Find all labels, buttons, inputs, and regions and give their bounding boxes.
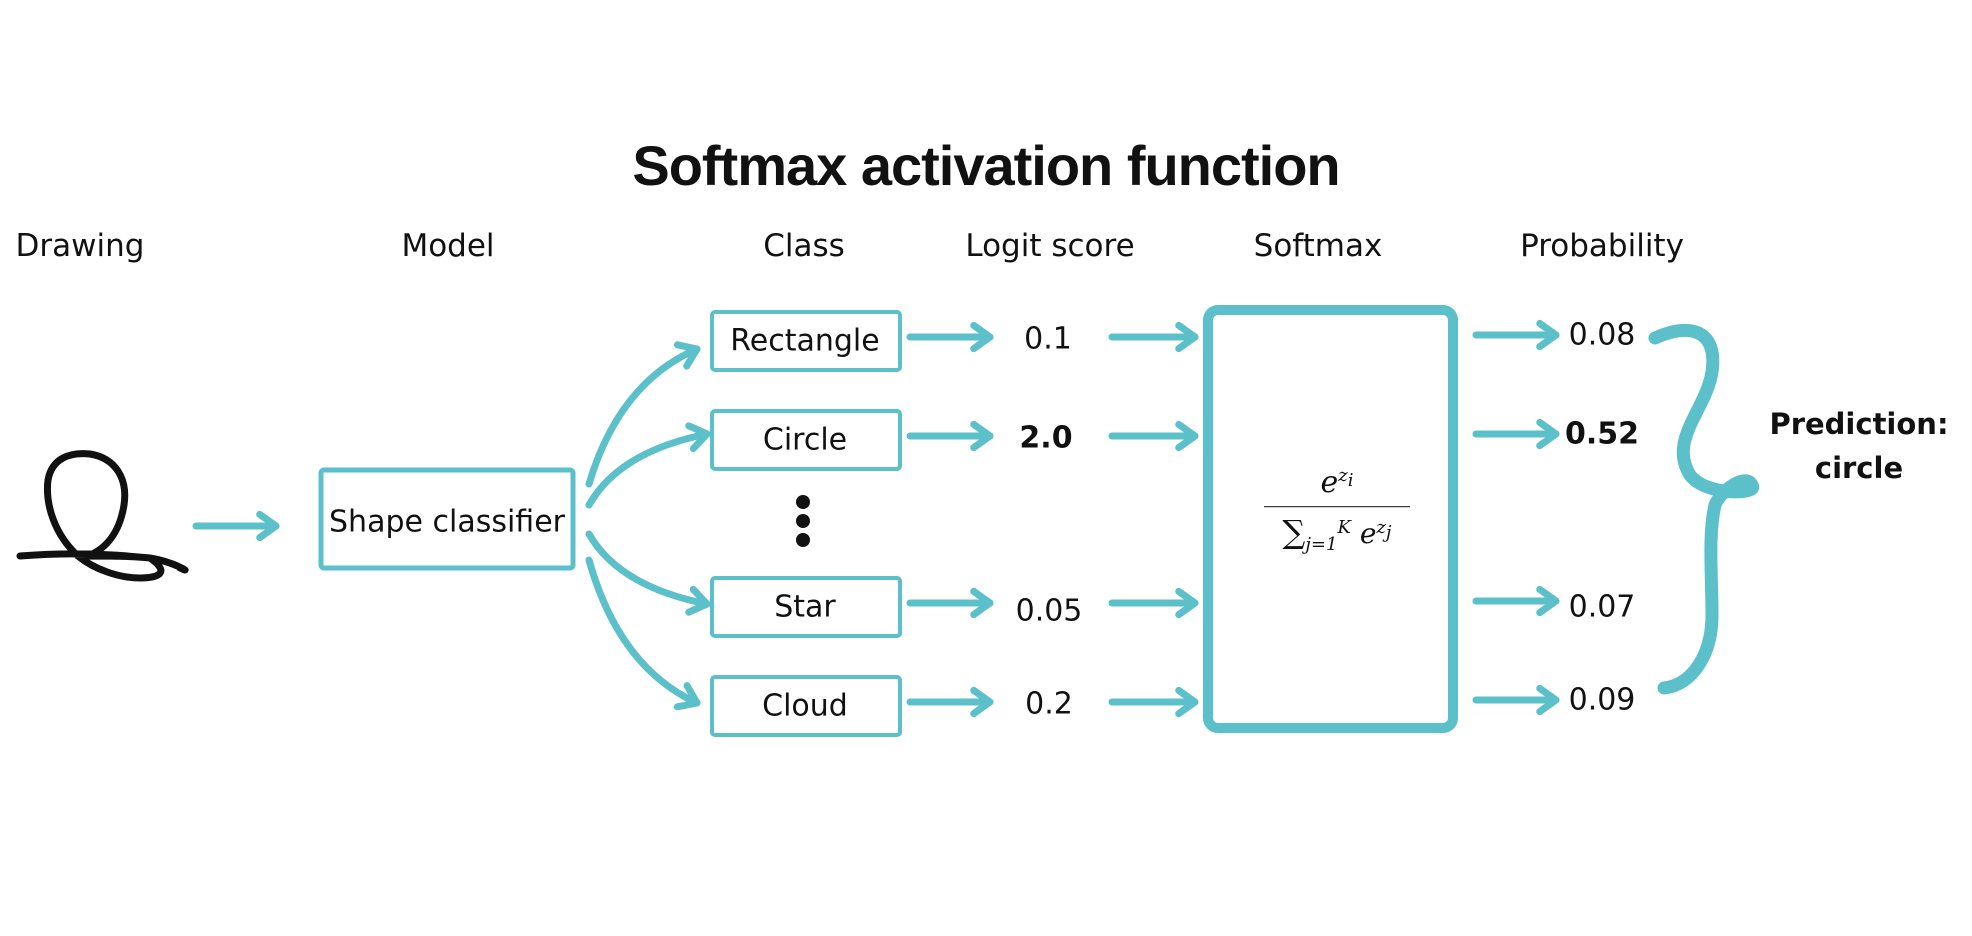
class-boxes: [710, 310, 902, 737]
curly-brace: [1648, 323, 1760, 695]
logit-star: 0.05: [1015, 593, 1083, 629]
probability-star: 0.07: [1568, 589, 1636, 625]
arrow-class-to-logit-rectangle-head: [970, 321, 994, 353]
arrow-model-to-cloud-head: [673, 682, 701, 711]
probability-rectangle: 0.08: [1568, 317, 1636, 353]
arrow-class-to-logit-star-head: [970, 587, 994, 619]
arrow-class-to-logit-circle-head: [970, 420, 994, 452]
hand-drawn-loop-icon: [16, 450, 189, 582]
page-title: Softmax activation function: [632, 134, 1340, 197]
flow-arrows: [192, 319, 1560, 718]
prediction-label: Prediction: circle: [1769, 402, 1948, 490]
class-label-rectangle: Rectangle: [730, 323, 880, 359]
arrow-logit-to-softmax-cloud-head: [1175, 686, 1199, 718]
prediction-line-2: circle: [1814, 451, 1904, 485]
arrow-model-to-rectangle-head: [673, 341, 701, 370]
arrow-softmax-to-probability-cloud-head: [1536, 684, 1560, 716]
class-box-cloud: [710, 675, 902, 737]
header-class: Class: [763, 228, 845, 264]
formula-numerator: ezi: [1320, 465, 1354, 501]
header-logit-score: Logit score: [965, 228, 1135, 264]
class-box-circle: [710, 409, 902, 471]
arrow-softmax-to-probability-star-head: [1536, 585, 1560, 617]
softmax-box: [1203, 305, 1458, 733]
arrow-model-to-circle-head: [685, 422, 711, 453]
class-box-star: [710, 576, 902, 638]
model-box: [318, 467, 576, 571]
prediction-line-1: Prediction:: [1769, 407, 1949, 441]
arrow-softmax-to-probability-circle-head: [1536, 418, 1560, 450]
arrow-model-to-star-head: [685, 585, 711, 616]
model-label: Shape classifier: [329, 504, 565, 540]
arrow-model-to-cloud: [585, 556, 701, 707]
arrow-model-to-star: [585, 530, 711, 608]
formula-fraction-bar: [1264, 506, 1410, 508]
header-softmax: Softmax: [1253, 228, 1383, 264]
arrow-logit-to-softmax-star-head: [1175, 587, 1199, 619]
header-model: Model: [401, 228, 495, 264]
logit-cloud: 0.2: [1025, 686, 1073, 722]
class-box-rectangle: [710, 310, 902, 372]
class-label-cloud: Cloud: [762, 688, 848, 724]
logit-circle: 2.0: [1019, 420, 1073, 456]
logit-rectangle: 0.1: [1024, 321, 1072, 357]
header-probability: Probability: [1520, 228, 1684, 264]
arrow-model-to-circle: [585, 430, 711, 509]
class-label-circle: Circle: [762, 422, 848, 458]
formula-denominator: ∑j=1K ezj: [1282, 513, 1392, 555]
probability-cloud: 0.09: [1568, 682, 1636, 718]
arrow-model-to-rectangle: [585, 345, 701, 488]
softmax-formula: ezi ∑j=1K ezj: [1264, 465, 1410, 555]
arrow-logit-to-softmax-rectangle-head: [1175, 321, 1199, 353]
arrow-class-to-logit-cloud-head: [970, 686, 994, 718]
header-drawing: Drawing: [15, 228, 145, 264]
probability-circle: 0.52: [1564, 416, 1640, 452]
arrow-logit-to-softmax-circle-head: [1175, 420, 1199, 452]
vertical-ellipsis-icon: [796, 495, 810, 547]
class-label-star: Star: [774, 589, 836, 625]
arrow-softmax-to-probability-rectangle-head: [1536, 319, 1560, 351]
arrow-drawing-to-model-head: [256, 510, 280, 542]
